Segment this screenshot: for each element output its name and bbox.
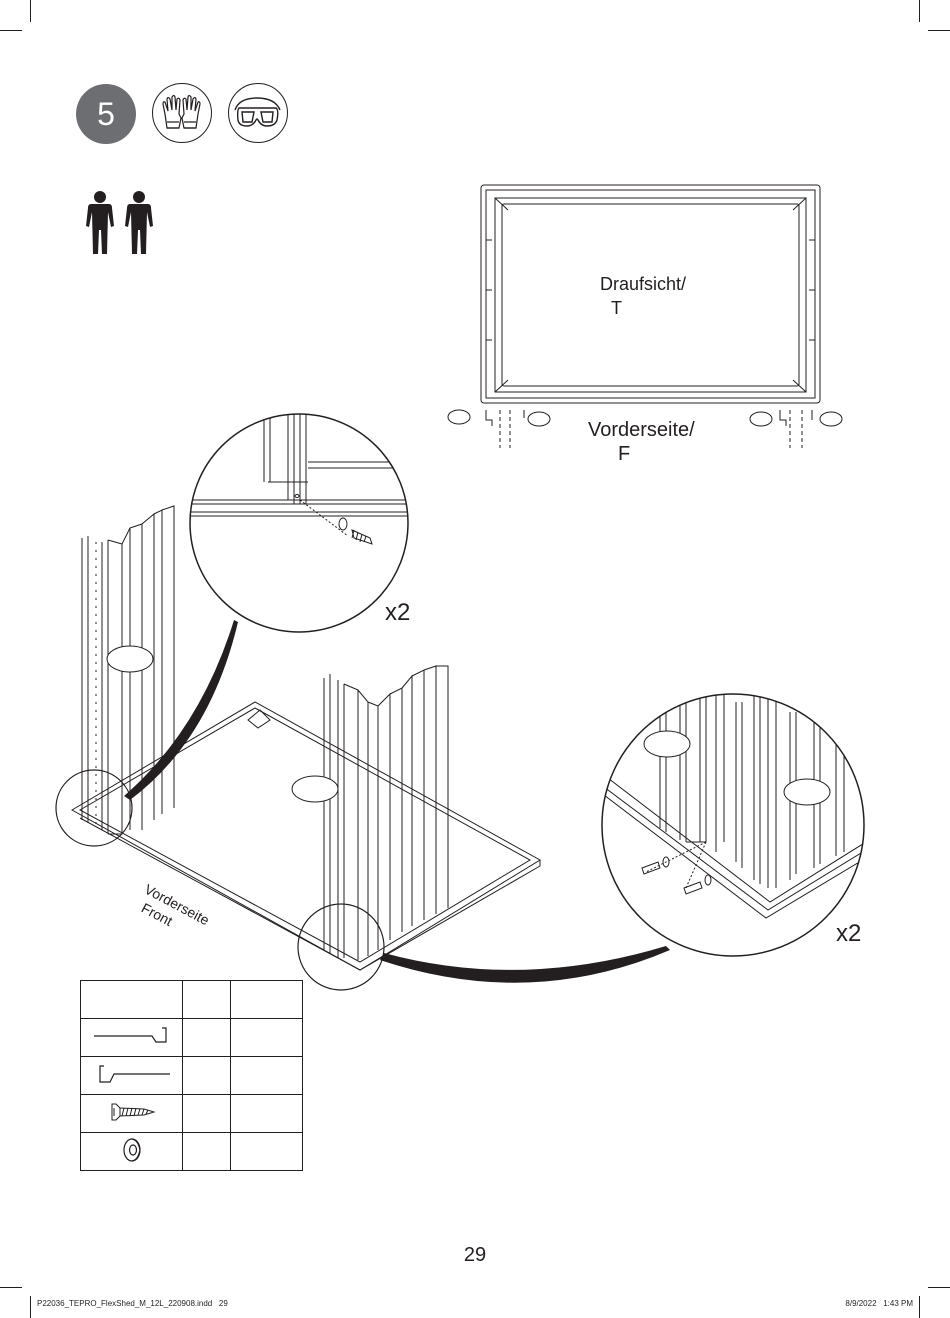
page-number: 29 bbox=[0, 1244, 950, 1267]
table-row bbox=[81, 1133, 303, 1171]
footer-timestamp: 8/9/2022 1:43 PM bbox=[845, 1299, 913, 1308]
screw-icon bbox=[81, 1095, 183, 1133]
profile-hook-left-icon bbox=[81, 1057, 183, 1095]
table-row bbox=[81, 1095, 303, 1133]
two-persons-icon bbox=[84, 190, 160, 256]
crop-mark-bottom-right-v bbox=[919, 1296, 920, 1318]
crop-mark-top-right-v bbox=[919, 0, 920, 22]
parts-table bbox=[80, 980, 303, 1171]
parts-table-header-cell bbox=[183, 981, 231, 1019]
parts-table-header-cell bbox=[231, 981, 303, 1019]
crop-mark-bottom-left-h bbox=[0, 1287, 22, 1288]
parts-table-cell bbox=[231, 1057, 303, 1095]
parts-table-cell bbox=[231, 1019, 303, 1057]
washer-icon bbox=[81, 1133, 183, 1171]
step-number-badge: 5 bbox=[76, 84, 136, 144]
table-row bbox=[81, 1057, 303, 1095]
detail-left-multiplier: x2 bbox=[385, 599, 410, 627]
parts-table-header-row bbox=[81, 981, 303, 1019]
parts-table-cell bbox=[183, 1057, 231, 1095]
parts-table-cell bbox=[183, 1095, 231, 1133]
parts-table-cell bbox=[231, 1095, 303, 1133]
crop-mark-bottom-right-h bbox=[928, 1287, 950, 1288]
parts-table-header-cell bbox=[81, 981, 183, 1019]
safety-goggles-icon bbox=[228, 83, 288, 143]
profile-hook-right-icon bbox=[81, 1019, 183, 1057]
top-view-label-line2: T bbox=[611, 297, 622, 319]
table-row bbox=[81, 1019, 303, 1057]
crop-mark-top-left-h bbox=[0, 30, 22, 31]
gloves-icon bbox=[152, 83, 212, 143]
detail-left-circle bbox=[188, 412, 410, 634]
parts-table-cell bbox=[183, 1019, 231, 1057]
detail-right-circle bbox=[600, 692, 866, 958]
crop-mark-bottom-left-v bbox=[30, 1296, 31, 1318]
parts-table-cell bbox=[231, 1133, 303, 1171]
detail-right-multiplier: x2 bbox=[836, 920, 861, 948]
crop-mark-top-left-v bbox=[30, 0, 31, 22]
footer-file-name: P22036_TEPRO_FlexShed_M_12L_220908.indd … bbox=[37, 1299, 228, 1308]
crop-mark-top-right-h bbox=[928, 30, 950, 31]
top-view-label-line1: Draufsicht/ bbox=[600, 273, 686, 295]
parts-table-cell bbox=[183, 1133, 231, 1171]
